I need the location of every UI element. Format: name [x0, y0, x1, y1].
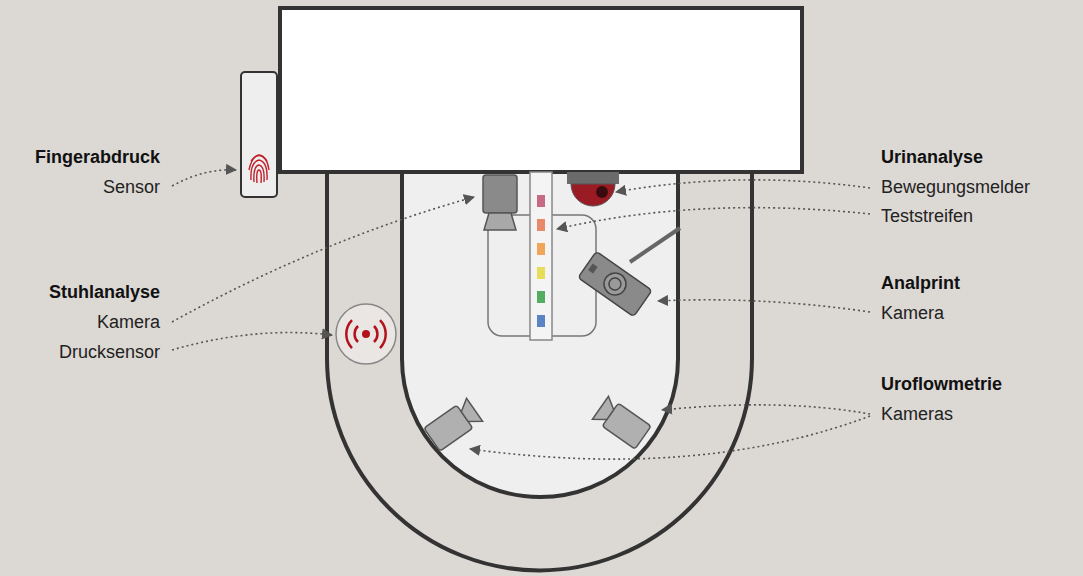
- analprint-camera: [578, 228, 680, 317]
- motion-sensor: [567, 172, 619, 206]
- part-label: Kamera: [881, 302, 944, 324]
- leader-lines: [172, 170, 870, 459]
- strip-pad: [537, 267, 545, 279]
- part-label: Bewegungsmelder: [881, 176, 1030, 198]
- leader-line: [172, 197, 474, 322]
- leader-line: [658, 300, 870, 312]
- strip-pad: [537, 195, 545, 207]
- leader-line: [172, 333, 332, 350]
- leader-line: [470, 416, 870, 459]
- fingerprint-sensor: [241, 72, 277, 197]
- part-label: Teststreifen: [881, 205, 973, 227]
- part-label: Drucksensor: [59, 341, 160, 363]
- strip-pad: [537, 291, 545, 303]
- leader-line: [557, 208, 870, 229]
- part-label: Kameras: [881, 403, 953, 425]
- group-heading: Analprint: [881, 272, 960, 294]
- pressure-sensor: [336, 304, 396, 364]
- toilet-bowl: [402, 172, 678, 497]
- leader-line: [662, 405, 870, 414]
- strip-pad: [537, 219, 545, 231]
- group-heading: Stuhlanalyse: [49, 281, 160, 303]
- test-strip: [530, 172, 552, 340]
- stool-camera: [483, 175, 517, 230]
- leader-line: [172, 170, 236, 186]
- uroflow-camera: [424, 398, 483, 451]
- strip-pad: [537, 243, 545, 255]
- uroflow-camera: [592, 396, 651, 449]
- group-heading: Uroflowmetrie: [881, 373, 1002, 395]
- strip-pad: [537, 315, 545, 327]
- leader-line: [616, 180, 870, 192]
- part-label: Kamera: [97, 311, 160, 333]
- toilet-seat: [327, 172, 752, 570]
- toilet-tank: [280, 8, 802, 172]
- part-label: Sensor: [103, 176, 160, 198]
- group-heading: Fingerabdruck: [35, 146, 160, 168]
- group-heading: Urinanalyse: [881, 146, 983, 168]
